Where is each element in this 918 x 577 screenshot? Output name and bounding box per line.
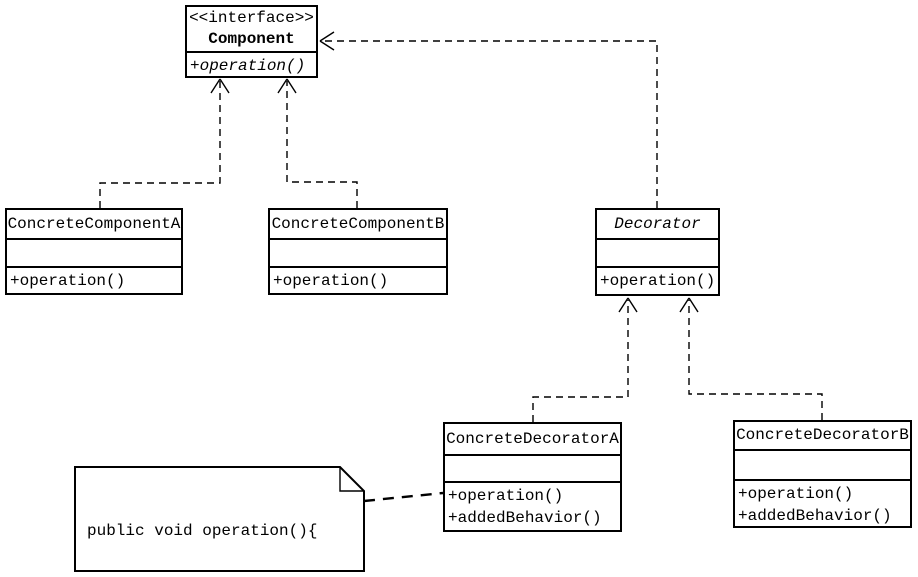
attributes-compartment xyxy=(270,240,446,268)
open-arrowhead-icon xyxy=(210,78,230,94)
edge-line xyxy=(286,81,358,208)
code-note: public void operation(){ base.operation(… xyxy=(75,467,363,572)
operations-compartment: +operation() xyxy=(270,268,446,293)
realization-concretecomponentb-to-component xyxy=(277,78,358,208)
class-box-concretecomponentb: ConcreteComponentB +operation() xyxy=(268,208,448,295)
class-box-concretedecoratora: ConcreteDecoratorA +operation() +addedBe… xyxy=(443,422,622,532)
open-arrowhead-icon xyxy=(679,297,699,313)
attributes-compartment xyxy=(7,240,181,268)
note-body xyxy=(74,466,365,572)
operation-label: +operation() xyxy=(10,272,126,290)
open-arrowhead-icon xyxy=(319,31,335,51)
class-header: <<interface>> Component xyxy=(187,7,316,53)
class-box-concretedecoratorb: ConcreteDecoratorB +operation() +addedBe… xyxy=(733,420,912,528)
operation-label: +operation() xyxy=(190,57,306,75)
class-header: Decorator xyxy=(597,210,718,240)
note-fold-icon xyxy=(339,467,364,492)
edge-line xyxy=(322,40,658,208)
realization-concretedecoratorb-to-decorator xyxy=(679,297,823,420)
class-name-label: Decorator xyxy=(614,214,701,233)
class-name-label: Component xyxy=(208,30,295,48)
code-note-shape xyxy=(74,466,365,572)
attributes-compartment xyxy=(597,240,718,268)
class-header: ConcreteComponentB xyxy=(270,210,446,240)
operation-label: +operation() xyxy=(448,487,564,505)
code-line: public void operation(){ xyxy=(87,522,318,540)
operation-label: +operation() xyxy=(273,272,389,290)
class-name-label: ConcreteComponentA xyxy=(7,214,181,233)
operations-compartment: +operation() xyxy=(187,53,316,76)
operation-label: +operation() xyxy=(738,485,854,503)
operations-compartment: +operation() +addedBehavior() xyxy=(445,483,620,530)
class-header: ConcreteDecoratorA xyxy=(445,424,620,456)
open-arrowhead-icon xyxy=(277,78,297,94)
realization-concretedecoratora-to-decorator xyxy=(532,297,638,422)
class-name-label: ConcreteDecoratorB xyxy=(736,426,909,444)
operation-label: +addedBehavior() xyxy=(448,509,602,527)
stereotype-label: <<interface>> xyxy=(189,9,314,27)
attributes-compartment xyxy=(735,451,910,481)
operations-compartment: +operation() xyxy=(7,268,181,293)
edge-line xyxy=(688,300,823,420)
operations-compartment: +operation() +addedBehavior() xyxy=(735,481,910,526)
operations-compartment: +operation() xyxy=(597,268,718,294)
association-decorator-to-component xyxy=(319,31,658,208)
edge-line xyxy=(99,81,221,208)
edge-line xyxy=(532,300,629,422)
open-arrowhead-icon xyxy=(618,297,638,313)
class-box-decorator: Decorator +operation() xyxy=(595,208,720,296)
class-box-concretecomponenta: ConcreteComponentA +operation() xyxy=(5,208,183,295)
class-box-component: <<interface>> Component +operation() xyxy=(185,5,318,78)
operation-label: +addedBehavior() xyxy=(738,507,892,525)
note-anchor-line xyxy=(363,491,444,503)
operation-label: +operation() xyxy=(600,272,716,290)
edge-line xyxy=(363,491,444,503)
class-header: ConcreteDecoratorB xyxy=(735,422,910,451)
attributes-compartment xyxy=(445,456,620,483)
class-name-label: ConcreteDecoratorA xyxy=(446,429,619,448)
class-name-label: ConcreteComponentB xyxy=(271,214,445,233)
class-header: ConcreteComponentA xyxy=(7,210,181,240)
realization-concretecomponenta-to-component xyxy=(99,78,230,208)
